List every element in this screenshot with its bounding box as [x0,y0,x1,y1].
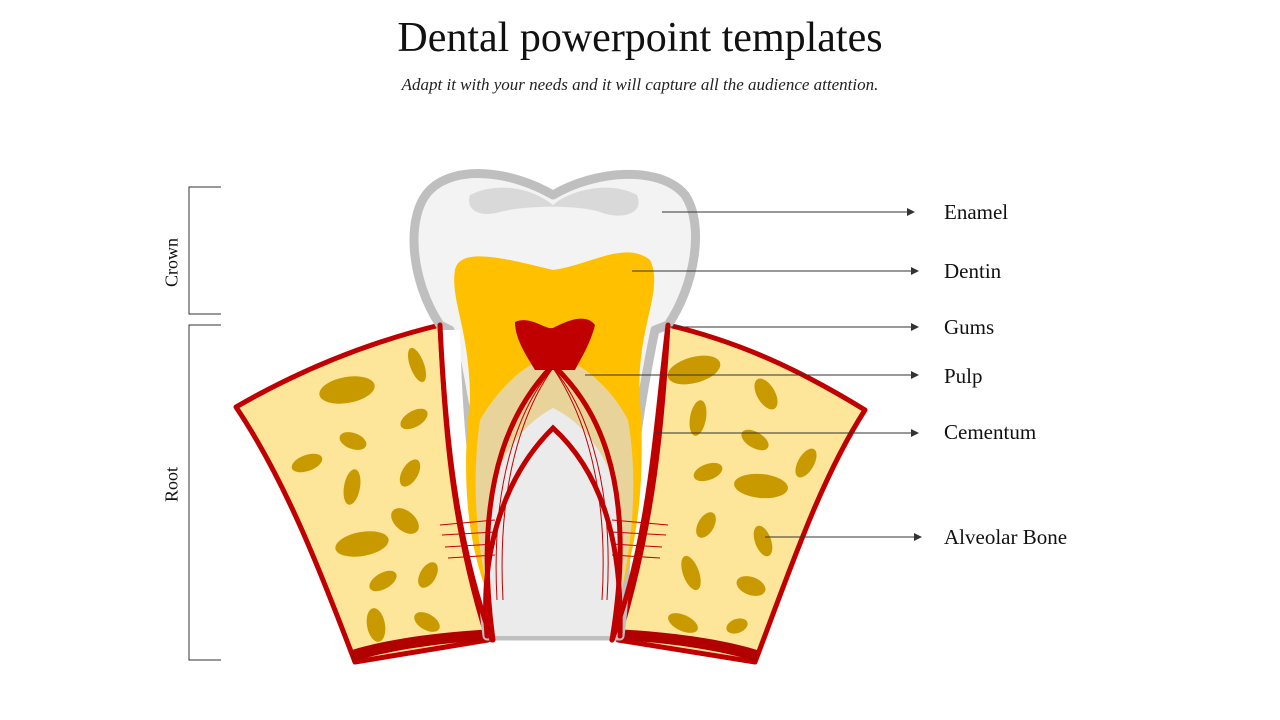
label-alveolar-bone: Alveolar Bone [944,525,1068,549]
page-subtitle: Adapt it with your needs and it will cap… [401,75,879,94]
root-canal-white [487,408,620,636]
crown-bracket [188,186,221,315]
region-brackets [188,186,221,661]
label-dentin: Dentin [944,259,1002,283]
label-gums: Gums [944,315,995,339]
label-cementum: Cementum [944,420,1037,444]
label-pulp: Pulp [944,364,983,388]
bone-spots [291,347,817,642]
crown-label: Crown [161,238,182,287]
gum-left-outer [437,322,495,643]
inner-arch [483,424,623,639]
leader-lines [585,208,922,541]
gum-right-outer [609,322,671,643]
bone-right [615,322,868,665]
root-bracket [188,324,221,661]
page-title: Dental powerpoint templates [397,15,883,61]
enamel-top-highlight [469,187,639,216]
periodontal-fibers [439,367,669,601]
bone-base [352,627,757,662]
gum-lines [437,322,671,643]
pulp-chamber [515,318,595,370]
root-label: Root [161,467,182,503]
label-enamel: Enamel [944,200,1009,224]
